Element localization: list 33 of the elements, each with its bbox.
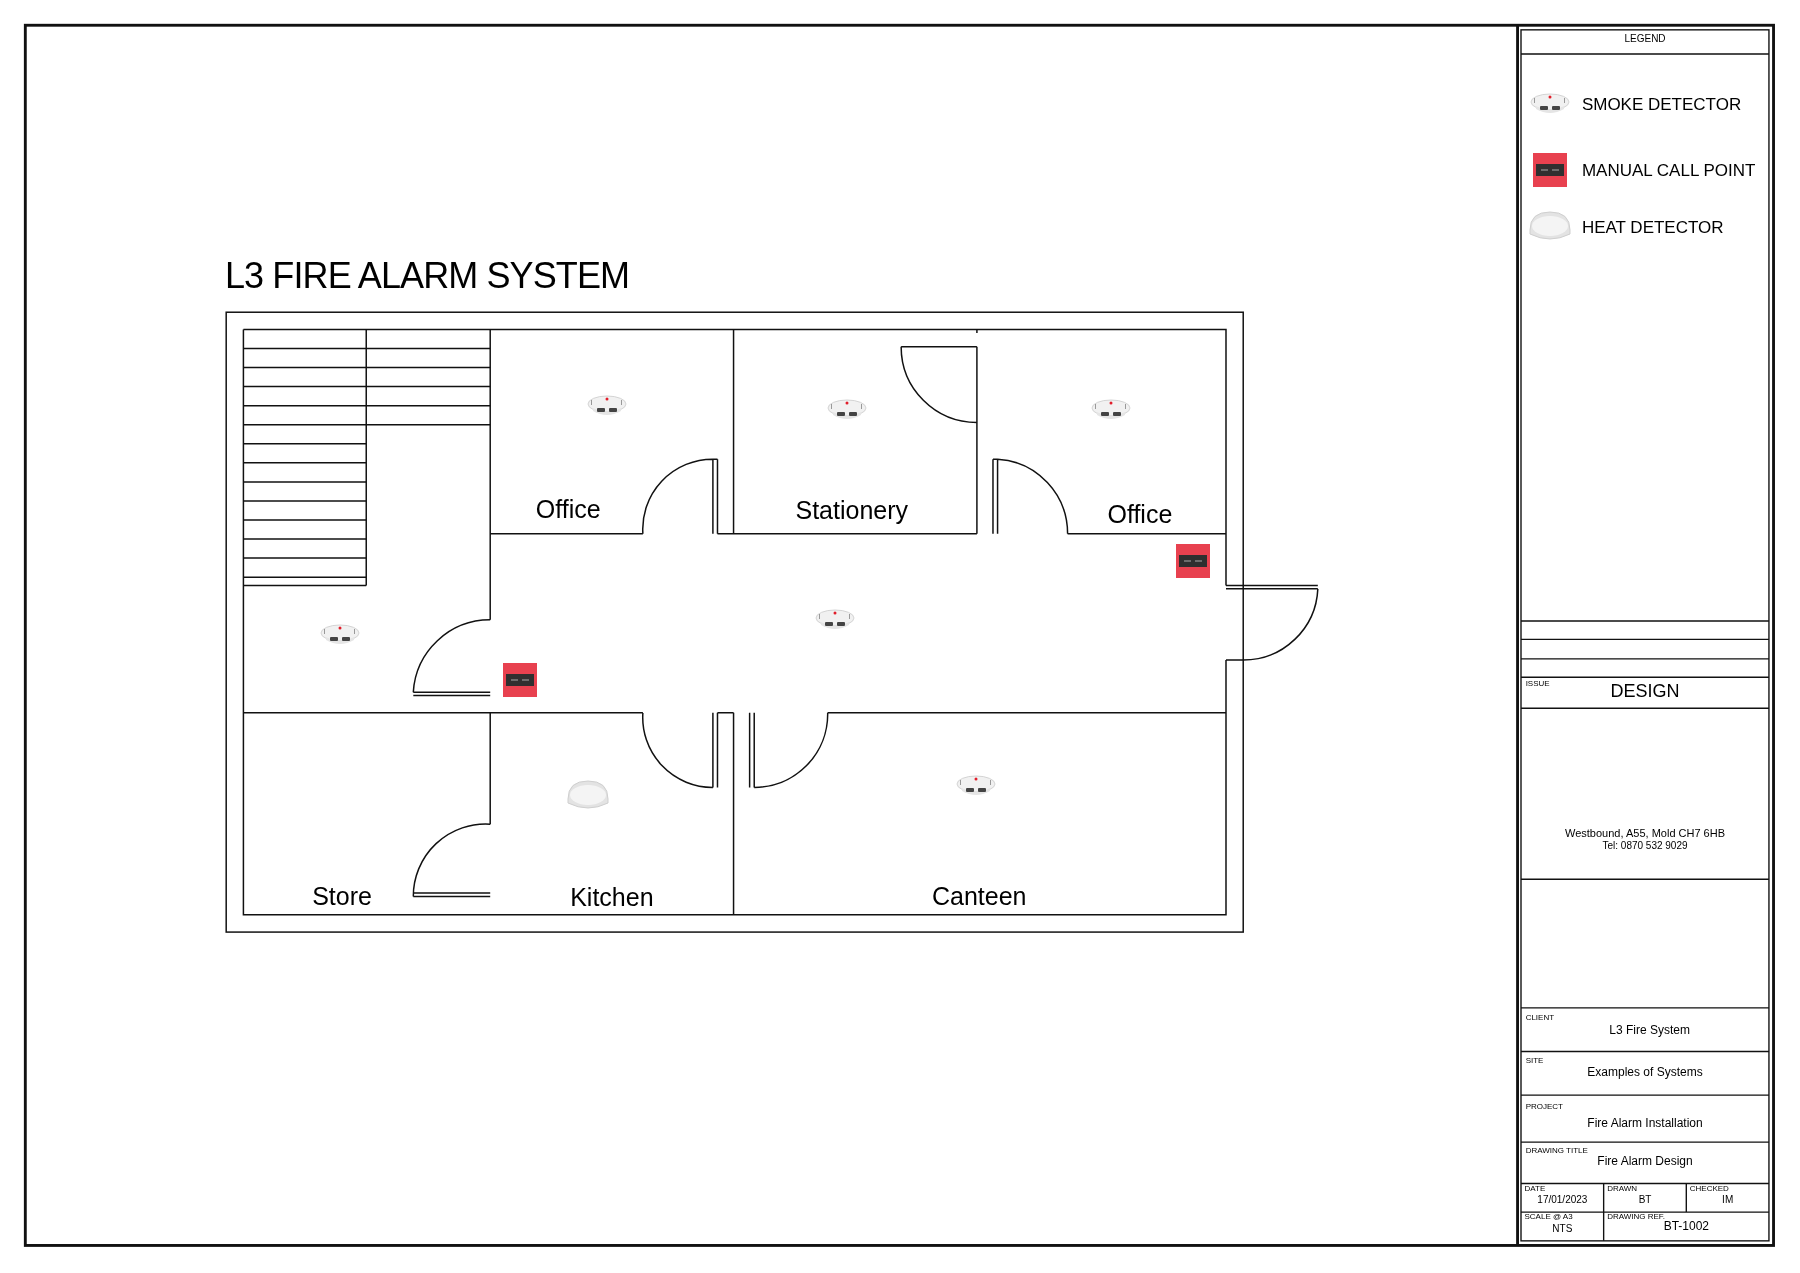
room-name: Office [1107,501,1173,527]
room-name: Kitchen [570,885,654,911]
room-name: Office [535,497,601,523]
field-value: NTS [1552,1223,1573,1234]
field-value: Tel: 0870 532 9029 [1602,841,1688,852]
legend-label: MANUAL CALL POINT [1581,161,1756,179]
field-value: Fire Alarm Design [1597,1154,1693,1167]
field-value: L3 Fire System [1609,1023,1690,1036]
field-caption: DRAWN [1607,1184,1638,1193]
field-value: 17/01/2023 [1537,1195,1588,1205]
field-value: BT [1638,1195,1652,1205]
field-value: DESIGN [1610,681,1680,700]
room-name: Stationery [795,498,909,524]
room-name: Store [312,884,372,910]
field-caption: SCALE @ A3 [1524,1213,1573,1222]
field-value: Examples of Systems [1587,1066,1703,1079]
room-name: Canteen [931,884,1027,910]
field-caption: DRAWING TITLE [1525,1146,1588,1155]
field-value: LEGEND [1624,34,1666,45]
field-value: BT-1002 [1663,1220,1710,1233]
field-value: IM [1722,1195,1734,1205]
field-caption: DATE [1524,1184,1546,1193]
field-caption: PROJECT [1525,1103,1563,1112]
plan-title: L3 FIRE ALARM SYSTEM [225,258,630,295]
field-caption: ISSUE [1525,679,1550,688]
field-caption: CHECKED [1689,1184,1729,1193]
legend-label: HEAT DETECTOR [1581,218,1724,236]
field-value: Fire Alarm Installation [1587,1116,1703,1129]
legend-label: SMOKE DETECTOR [1581,95,1742,113]
field-caption: DRAWING REF. [1607,1213,1666,1222]
field-caption: SITE [1525,1057,1544,1066]
field-caption: CLIENT [1525,1013,1555,1022]
field-value: Westbound, A55, Mold CH7 6HB [1565,827,1725,839]
